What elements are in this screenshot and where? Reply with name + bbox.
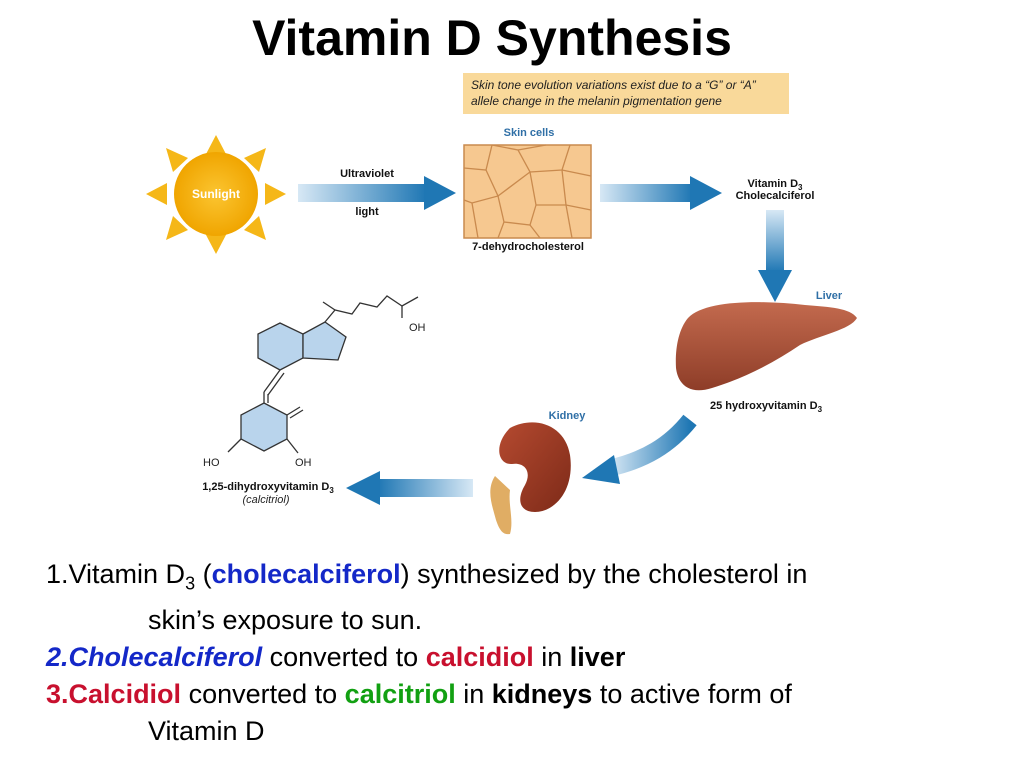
liver-to-kidney-arrow <box>582 414 697 484</box>
liver-label: Liver <box>816 290 843 302</box>
cholecalciferol-label: Cholecalciferol <box>736 190 815 202</box>
bullet-1-close: ) synthesized by the cholesterol in <box>400 559 808 589</box>
skin-cells-illustration <box>463 144 592 239</box>
bullet-1-open: ( <box>195 559 212 589</box>
bullet-3-organ: kidneys <box>491 679 593 710</box>
bullet-2-in: in <box>533 642 570 673</box>
bullet-1-subscript: 3 <box>185 573 196 594</box>
calcitriol-paren-label: (calcitriol) <box>242 494 289 506</box>
bullet-1-prefix: 1.Vitamin D <box>46 559 186 589</box>
calcitriol-molecule-structure: OH HO OH <box>203 295 426 469</box>
bullet-3: 3.Calcidiol converted to calcitriol in k… <box>46 676 1006 713</box>
bullet-2-term: Cholecalciferol <box>68 642 263 673</box>
bullet-2-organ: liver <box>569 642 626 673</box>
bullet-3-number: 3. <box>46 679 69 710</box>
bullet-3-mid: converted to <box>181 679 345 710</box>
bullet-3-end: to active form of <box>592 679 792 710</box>
allele-note-box: Skin tone evolution variations exist due… <box>463 73 789 114</box>
bullet-2: 2.Cholecalciferol converted to calcidiol… <box>46 639 1006 676</box>
sunlight-label: Sunlight <box>192 187 240 201</box>
vitamin-d3-label: Vitamin D3 <box>748 178 804 192</box>
hydroxyvitamin-label: 25 hydroxyvitamin D3 <box>710 400 823 414</box>
bullet-3-term: Calcidiol <box>68 679 182 710</box>
allele-note-line-2: allele change in the melanin pigmentatio… <box>471 94 722 108</box>
d3-to-liver-arrow <box>758 210 792 302</box>
kidney-to-calcitriol-arrow <box>346 471 473 505</box>
skin-cells-label: Skin cells <box>504 127 555 139</box>
dihydroxyvitamin-label: 1,25-dihydroxyvitamin D3 <box>202 481 334 495</box>
bullet-3-continuation: Vitamin D <box>148 716 265 747</box>
vitamin-d-pathway-diagram: Sunlight Ultraviolet light Skin cells 7-… <box>146 127 857 535</box>
bullet-2-term2: calcidiol <box>425 642 534 673</box>
kidney-illustration <box>490 422 571 535</box>
allele-note-line-1: Skin tone evolution variations exist due… <box>471 78 756 92</box>
ultraviolet-label: Ultraviolet <box>340 168 394 180</box>
kidney-label: Kidney <box>549 410 587 422</box>
light-label: light <box>355 206 379 218</box>
bullet-2-mid: converted to <box>262 642 426 673</box>
bullet-1: 1.Vitamin D3 (cholecalciferol) synthesiz… <box>46 556 1006 602</box>
dehydrocholesterol-label: 7-dehydrocholesterol <box>472 241 584 253</box>
bullet-3-term2: calcitriol <box>344 679 456 710</box>
skin-to-d3-arrow <box>600 176 722 210</box>
bullet-1-term: cholecalciferol <box>211 559 401 589</box>
ho-left-label: HO <box>203 457 220 469</box>
slide-title: Vitamin D Synthesis <box>252 10 732 66</box>
oh-right-label: OH <box>295 457 312 469</box>
liver-illustration <box>675 302 857 391</box>
oh-top-label: OH <box>409 322 426 334</box>
uv-arrow <box>298 176 456 210</box>
bullet-1-continuation: skin’s exposure to sun. <box>148 605 423 636</box>
summary-list: 1.Vitamin D3 (cholecalciferol) synthesiz… <box>46 556 1006 750</box>
sun-icon: Sunlight <box>146 135 286 254</box>
bullet-3-in: in <box>455 679 492 710</box>
bullet-2-number: 2. <box>46 642 69 673</box>
